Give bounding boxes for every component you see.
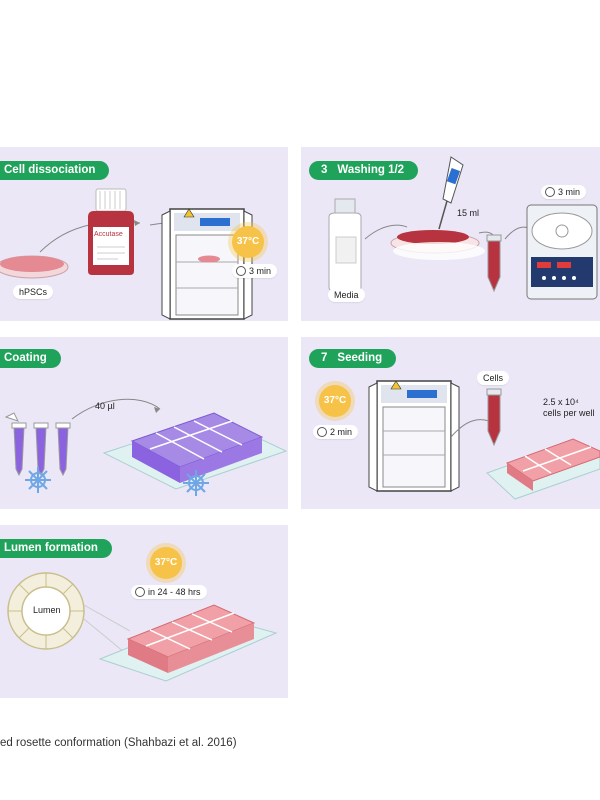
- hpscs-label: hPSCs: [13, 285, 54, 299]
- falcon-tube-icon: [486, 388, 502, 447]
- step-title: Coating: [4, 352, 47, 364]
- temperature-badge: 37°C: [232, 226, 264, 258]
- step-title: Cell dissociation: [4, 164, 96, 176]
- timer-badge: 2 min: [313, 425, 359, 439]
- temperature-badge: 37°C: [319, 385, 351, 417]
- volume-label: 15 ml: [457, 208, 480, 218]
- incubator-icon: [368, 380, 460, 492]
- step-pill-lumen-formation: Lumen formation: [0, 539, 112, 558]
- step-title: Washing 1/2: [337, 164, 405, 176]
- timer-text: 3 min: [249, 266, 272, 276]
- lumen-illustration: [7, 572, 278, 682]
- clock-icon: [135, 587, 145, 597]
- cells-label: Cells: [477, 371, 510, 385]
- snowflake-icon: [25, 467, 51, 493]
- volume-label: 40 µl: [95, 401, 115, 411]
- timer-badge: 3 min: [232, 264, 278, 278]
- rosette-icon: [7, 572, 85, 650]
- density-label-line1: 2.5 x 10⁴: [543, 397, 579, 407]
- step-pill-washing: 3 Washing 1/2: [309, 161, 419, 180]
- falcon-tube-icon: [486, 234, 502, 293]
- media-bottle-icon: [328, 198, 362, 292]
- cell-dissociation-illustration: [0, 188, 253, 320]
- clock-icon: [317, 427, 327, 437]
- timer-text: 2 min: [330, 427, 353, 437]
- chamber-slide-icon: [102, 412, 288, 490]
- step-pill-cell-dissociation: Cell dissociation: [0, 161, 110, 180]
- temperature-badge: 37°C: [150, 547, 182, 579]
- timer-badge: in 24 - 48 hrs: [131, 585, 207, 599]
- panel-washing: 3 Washing 1/2: [301, 147, 600, 321]
- culture-dish-icon: [390, 230, 485, 260]
- accutase-label: Accutase: [94, 231, 123, 238]
- panel-cell-dissociation: Cell dissociation: [0, 147, 288, 321]
- density-label-line2: cells per well: [543, 408, 595, 418]
- accutase-bottle-icon: [88, 188, 134, 275]
- coating-illustration: [4, 398, 288, 496]
- pipette-icon: [438, 156, 464, 230]
- media-label: Media: [328, 288, 365, 302]
- panel-lumen-formation: Lumen formation Lumen 37°C in: [0, 525, 288, 698]
- timer-text: 3 min: [558, 187, 581, 197]
- step-pill-seeding: 7 Seeding: [309, 349, 397, 368]
- petri-dish-icon: [0, 255, 69, 279]
- seeding-illustration: [368, 380, 600, 500]
- clock-icon: [236, 266, 246, 276]
- panel-coating: Coating: [0, 337, 288, 509]
- step-number: 3: [321, 164, 328, 176]
- step-title: Lumen formation: [4, 542, 98, 554]
- step-number: 7: [321, 352, 328, 364]
- centrifuge-icon: [526, 204, 598, 300]
- washing-illustration: [328, 156, 598, 300]
- step-pill-coating: Coating: [0, 349, 61, 368]
- timer-text: in 24 - 48 hrs: [148, 587, 201, 597]
- figure-caption: ed rosette conformation (Shahbazi et al.…: [0, 737, 237, 749]
- snowflake-icon: [183, 470, 209, 496]
- chamber-slide-icon: [98, 604, 278, 682]
- clock-icon: [545, 187, 555, 197]
- timer-badge: 3 min: [541, 185, 587, 199]
- step-title: Seeding: [337, 352, 383, 364]
- incubator-icon: [161, 208, 253, 320]
- tubes-icon: [4, 412, 71, 477]
- lumen-label: Lumen: [33, 605, 61, 615]
- chamber-slide-icon: [486, 438, 600, 500]
